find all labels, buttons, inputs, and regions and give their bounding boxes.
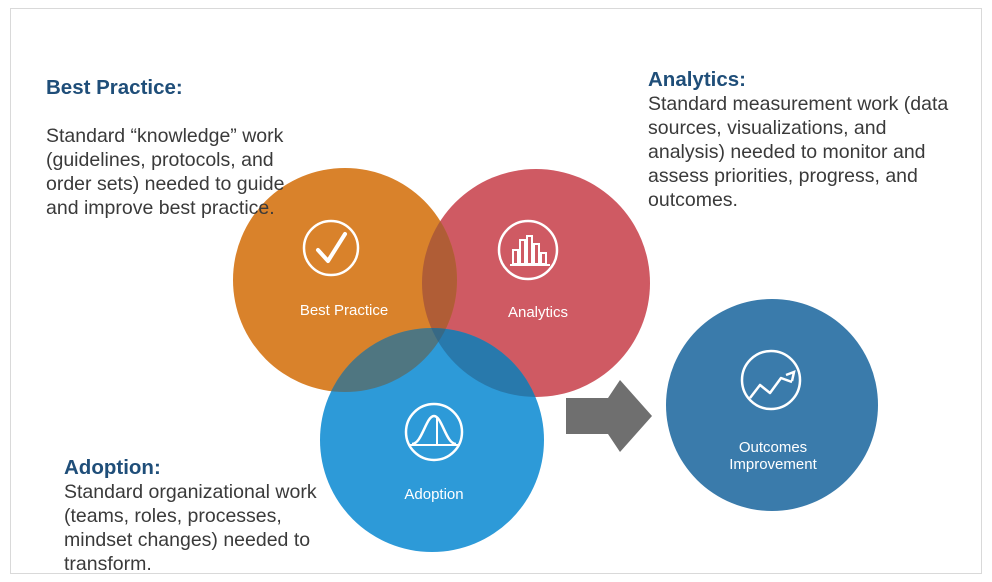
- outcomes-circle-label-line1: Outcomes: [739, 439, 807, 456]
- overlap-bp-adoption: [320, 328, 457, 392]
- analytics-heading: Analytics:: [648, 68, 746, 91]
- best-practice-circle-label: Best Practice: [300, 302, 388, 319]
- right-arrow-icon: [566, 380, 652, 452]
- analytics-body: Standard measurement work (data sources,…: [648, 93, 949, 211]
- analytics-circle-label: Analytics: [508, 304, 568, 321]
- analytics-description: Analytics: Standard measurement work (da…: [648, 44, 968, 212]
- adoption-body: Standard organizational work (teams, rol…: [64, 481, 317, 575]
- trend-line-icon: [740, 349, 802, 411]
- adoption-circle-label: Adoption: [404, 486, 463, 503]
- checkmark-icon: [302, 219, 360, 277]
- overlap-analytics-adoption: [422, 328, 544, 397]
- best-practice-description: Best Practice: Standard “knowledge” work…: [46, 52, 306, 220]
- best-practice-heading: Best Practice:: [46, 76, 183, 99]
- adoption-heading: Adoption:: [64, 456, 161, 479]
- outcomes-circle-label-line2: Improvement: [729, 456, 817, 473]
- bell-curve-icon: [404, 402, 464, 462]
- adoption-description: Adoption: Standard organizational work (…: [64, 432, 344, 576]
- bar-chart-icon: [497, 219, 559, 281]
- best-practice-body: Standard “knowledge” work (guidelines, p…: [46, 125, 285, 219]
- outcomes-circle: [666, 299, 878, 511]
